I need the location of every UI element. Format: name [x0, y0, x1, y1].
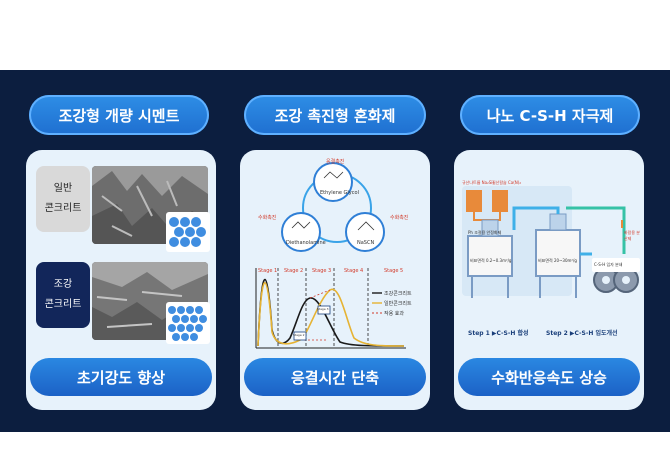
molecule-tag-1: 응결촉진 — [326, 159, 345, 165]
molecule-name-1: Ethylene Glycol — [320, 190, 359, 196]
column-title-1: 조강형 개량 시멘트 — [29, 95, 209, 135]
output-grinding: C-S-H 입자 분쇄 — [594, 262, 623, 267]
label-normal-line1: 일반 — [53, 183, 73, 194]
column-footer-3: 수화반응속도 상승 — [458, 358, 640, 396]
reactor1-label: Ph 조절용 안정화제 — [468, 230, 502, 235]
legend-effect: 작용 효과 — [384, 311, 404, 317]
panel-cement: 일반 콘크리트 조강 콘크리트 — [26, 150, 216, 410]
marker-stage-2: Stage 2 — [293, 333, 305, 337]
legend-early: 조강콘크리트 — [384, 291, 412, 297]
molecule-name-2: Diethanolamine — [286, 240, 326, 246]
marker-stage-3: Stage 3 — [317, 307, 329, 311]
column-footer-2: 응결시간 단축 — [244, 358, 426, 396]
label-early-concrete: 조강 콘크리트 — [36, 262, 90, 328]
stage-label-5: Stage 5 — [384, 268, 404, 274]
molecule-name-3: NaSCN — [357, 240, 375, 246]
input-silicate: 규산나트륨 Na₂Si₃ — [462, 180, 494, 185]
particle-inset-early — [166, 302, 210, 344]
reactor2-surface: 비표면적 20~30m²/g — [538, 258, 577, 263]
admixture-diagram — [255, 162, 406, 349]
particle-inset-normal — [166, 212, 210, 252]
step1-label: Step 1 ▶C-S-H 합성 — [468, 330, 529, 337]
label-early-line2: 콘크리트 — [44, 299, 82, 310]
molecule-tag-2: 수화촉진 — [258, 215, 277, 221]
column-title-2: 조강 촉진형 혼화제 — [244, 95, 426, 135]
label-normal-concrete: 일반 콘크리트 — [36, 166, 90, 232]
column-footer-1: 초기강도 향상 — [30, 358, 212, 396]
reactor1-surface: 비표면적 0.2~0.3m²/g — [470, 258, 512, 263]
stage-label-1: Stage 1 — [258, 268, 278, 274]
stage-label-2: Stage 2 — [284, 268, 304, 274]
legend-normal: 일반콘크리트 — [384, 301, 412, 307]
step2-label: Step 2 ▶C-S-H 입도개선 — [546, 330, 618, 337]
stage-label-3: Stage 3 — [312, 268, 332, 274]
side-dispersant: 바람용 분산제 — [624, 230, 640, 241]
column-title-3: 나노 C-S-H 자극제 — [460, 95, 640, 135]
input-nitrate: 질산칼슘 Ca(N)₂ — [492, 180, 521, 185]
label-normal-line2: 콘크리트 — [44, 203, 82, 214]
nano-process-diagram — [462, 186, 640, 298]
label-early-line1: 조강 — [53, 279, 73, 290]
stage-label-4: Stage 4 — [344, 268, 364, 274]
molecule-tag-3: 수화촉진 — [390, 215, 409, 221]
